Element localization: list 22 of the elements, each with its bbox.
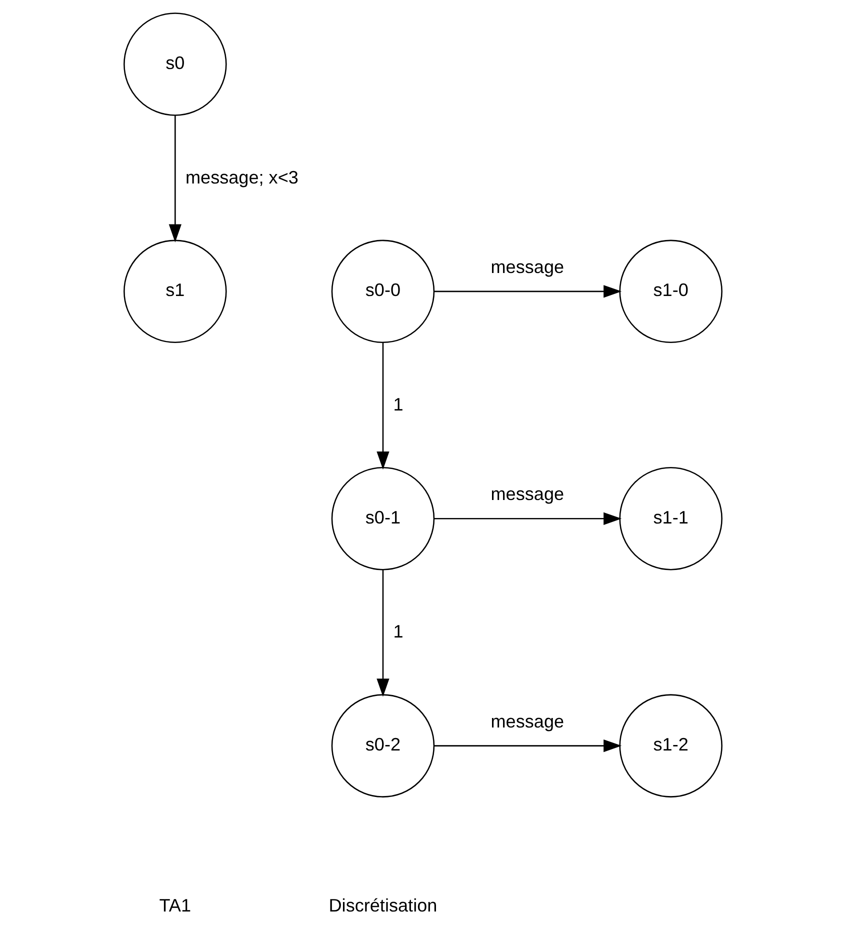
edge-label: message; x<3	[185, 167, 298, 188]
node-circle: s1-1	[619, 466, 722, 570]
edge-label: message	[490, 711, 564, 732]
node-circle: s0	[124, 12, 227, 116]
arrow	[376, 342, 390, 470]
node-circle: s0-2	[331, 694, 435, 798]
label: TA1	[159, 895, 192, 916]
node-circle: s0-1	[331, 466, 435, 570]
label: Discrétisation	[328, 895, 438, 916]
arrow	[434, 285, 622, 298]
edge-label: 1	[393, 622, 404, 642]
arrow	[434, 512, 622, 525]
arrow	[168, 115, 182, 242]
arrow	[376, 570, 390, 697]
node-circle: s1-0	[619, 240, 722, 344]
edge-label: message	[490, 256, 564, 277]
node-circle: s0-0	[331, 240, 435, 344]
edge-label: message	[490, 484, 564, 504]
node-circle: s1	[124, 240, 227, 344]
edge-label: 1	[393, 394, 404, 414]
node-circle: s1-2	[619, 694, 722, 798]
arrow	[434, 739, 622, 752]
